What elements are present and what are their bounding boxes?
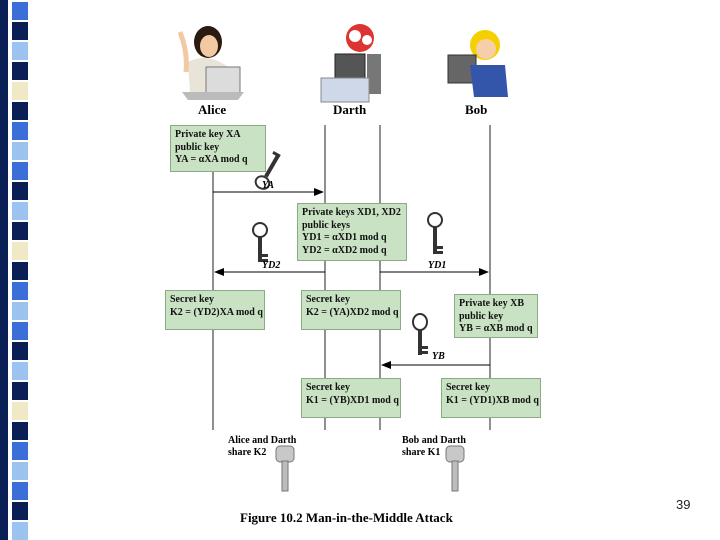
box-line: K1 = (YD1)XB mod q — [446, 394, 539, 406]
box-line: K1 = (YB)XD1 mod q — [306, 394, 399, 406]
darth-secret-key-k2-box: Secret key K2 = (YA)XD2 mod q — [301, 290, 401, 330]
stripe-square — [12, 402, 28, 420]
darth-label: Darth — [333, 102, 367, 117]
box-line: Secret key — [306, 382, 350, 393]
label-yd1: YD1 — [428, 260, 447, 271]
alice-darth-share-note: Alice and Darth share K2 — [228, 435, 296, 459]
bob-secret-key-box: Secret key K1 = (YD1)XB mod q — [441, 378, 541, 418]
key-icon — [254, 151, 281, 190]
share-line: share K1 — [402, 447, 441, 458]
darth-secret-key-k1-box: Secret key K1 = (YB)XD1 mod q — [301, 378, 401, 418]
key-icon — [252, 222, 268, 262]
stripe-square — [12, 482, 28, 500]
stripe-bar — [0, 0, 8, 540]
stripe-square — [12, 182, 28, 200]
box-line: public keys — [302, 219, 351, 231]
stripe-square — [12, 202, 28, 220]
stripe-square — [12, 262, 28, 280]
label-yb: YB — [432, 351, 445, 362]
box-line: Secret key — [170, 294, 214, 305]
darth-private-keys-box: Private keys XD1, XD2 public keys YD1 = … — [297, 203, 407, 261]
bob-label: Bob — [465, 102, 488, 117]
stripe-square — [12, 342, 28, 360]
stripe-square — [12, 442, 28, 460]
box-line: K2 = (YD2)XA mod q — [170, 306, 263, 318]
key-icon — [427, 212, 443, 254]
stripe-square — [12, 82, 28, 100]
key-icon — [445, 445, 465, 492]
box-line: Secret key — [306, 294, 350, 305]
key-icon — [412, 313, 428, 355]
alice-figure — [178, 26, 244, 100]
box-line: public key — [175, 141, 220, 153]
label-ya: YA — [262, 180, 275, 191]
alice-secret-key-box: Secret key K2 = (YD2)XA mod q — [165, 290, 265, 330]
box-line: YD1 = αXD1 mod q — [302, 232, 387, 243]
box-line: YA = αXA mod q — [175, 154, 248, 165]
box-line: Private key XB — [459, 298, 524, 309]
figure-caption: Figure 10.2 Man-in-the-Middle Attack — [240, 510, 453, 525]
decorative-stripe — [0, 0, 30, 540]
stripe-square — [12, 282, 28, 300]
stripe-square — [12, 2, 28, 20]
label-yd2: YD2 — [262, 260, 281, 271]
box-line: YB = αXB mod q — [459, 323, 533, 334]
stripe-square — [12, 362, 28, 380]
stripe-square — [12, 102, 28, 120]
share-line: share K2 — [228, 447, 267, 458]
box-line: Private keys XD1, XD2 — [302, 207, 401, 218]
key-icon — [275, 445, 295, 492]
stripe-square — [12, 522, 28, 540]
darth-figure — [320, 24, 381, 103]
page-number: 39 — [676, 497, 691, 512]
stripe-square — [12, 422, 28, 440]
box-line: YD2 = αXD2 mod q — [302, 244, 387, 256]
stripe-square — [12, 162, 28, 180]
bob-private-key-box: Private key XB public key YB = αXB mod q — [454, 294, 538, 338]
stripe-square — [12, 122, 28, 140]
stripe-square — [12, 502, 28, 520]
box-line: Private key XA — [175, 129, 241, 140]
stripe-square — [12, 42, 28, 60]
share-line: Bob and Darth — [402, 435, 466, 446]
box-line: Secret key — [446, 382, 490, 393]
stripe-square — [12, 462, 28, 480]
stripe-square — [12, 62, 28, 80]
stripe-square — [12, 142, 28, 160]
bob-figure — [447, 30, 508, 97]
box-line: public key — [459, 310, 504, 322]
bob-darth-share-note: Bob and Darth share K1 — [402, 435, 466, 459]
alice-private-key-box: Private key XA public key YA = αXA mod q — [170, 125, 266, 172]
stripe-square — [12, 382, 28, 400]
share-line: Alice and Darth — [228, 435, 297, 446]
alice-label: Alice — [198, 102, 227, 117]
stripe-square — [12, 222, 28, 240]
stripe-square — [12, 322, 28, 340]
stripe-square — [12, 302, 28, 320]
stripe-square — [12, 242, 28, 260]
box-line: K2 = (YA)XD2 mod q — [306, 306, 399, 318]
stripe-square — [12, 22, 28, 40]
